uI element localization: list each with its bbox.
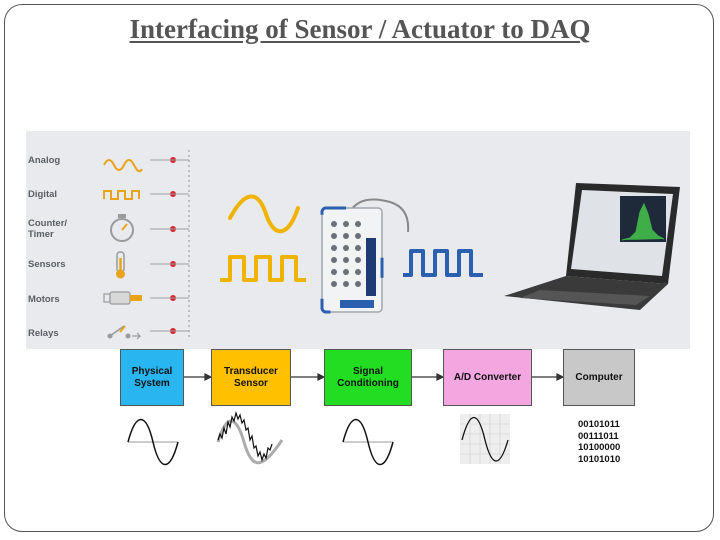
signal-label-analog: Analog bbox=[28, 155, 61, 166]
thermometer-icon bbox=[116, 251, 125, 279]
laptop-image bbox=[504, 183, 680, 310]
block-label: Signal Conditioning bbox=[337, 365, 399, 389]
physical-system-waveform bbox=[127, 419, 179, 465]
transducer-noisy-waveform bbox=[216, 410, 284, 465]
signal-label-sensors: Sensors bbox=[28, 259, 66, 270]
block-physical-system: Physical System bbox=[120, 349, 184, 406]
connector-dots bbox=[170, 157, 176, 334]
binary-output: 00101011 00111011 10100000 10101010 bbox=[578, 419, 620, 465]
signal-label-relays: Relays bbox=[28, 328, 59, 339]
signal-label-digital: Digital bbox=[28, 189, 58, 200]
block-label: Physical System bbox=[131, 365, 173, 389]
block-label: Computer bbox=[575, 371, 623, 383]
binary-line: 10101010 bbox=[578, 453, 621, 465]
block-label: Transducer Sensor bbox=[224, 365, 278, 389]
motor-icon bbox=[103, 291, 142, 305]
stopwatch-icon bbox=[110, 214, 134, 242]
block-computer: Computer bbox=[563, 349, 635, 406]
binary-line: 10100000 bbox=[578, 442, 621, 453]
block-label: A/D Converter bbox=[453, 371, 522, 383]
large-digital-signal bbox=[220, 255, 306, 282]
large-analog-signal bbox=[228, 194, 300, 234]
block-ad-converter: A/D Converter bbox=[443, 349, 532, 406]
square-wave-icon bbox=[103, 190, 140, 200]
binary-line: 00111011 bbox=[578, 430, 619, 442]
sampled-waveform bbox=[460, 414, 510, 464]
flow-arrows bbox=[184, 373, 565, 381]
signal-label-counter-timer: Counter/ Timer bbox=[28, 218, 68, 240]
signal-label-motors: Motors bbox=[28, 294, 60, 305]
block-signal-conditioning: Signal Conditioning bbox=[324, 349, 412, 406]
relay-switch-icon bbox=[107, 325, 142, 340]
slide-title: Interfacing of Sensor / Actuator to DAQ bbox=[129, 14, 591, 44]
connector-leads bbox=[150, 159, 189, 332]
block-transducer-sensor: Transducer Sensor bbox=[211, 349, 291, 406]
sine-wave-icon bbox=[103, 159, 143, 173]
binary-line: 00101011 bbox=[578, 419, 620, 430]
conditioned-waveform bbox=[342, 419, 394, 465]
daq-device-image bbox=[320, 198, 410, 314]
blue-digital-signal bbox=[403, 249, 483, 277]
